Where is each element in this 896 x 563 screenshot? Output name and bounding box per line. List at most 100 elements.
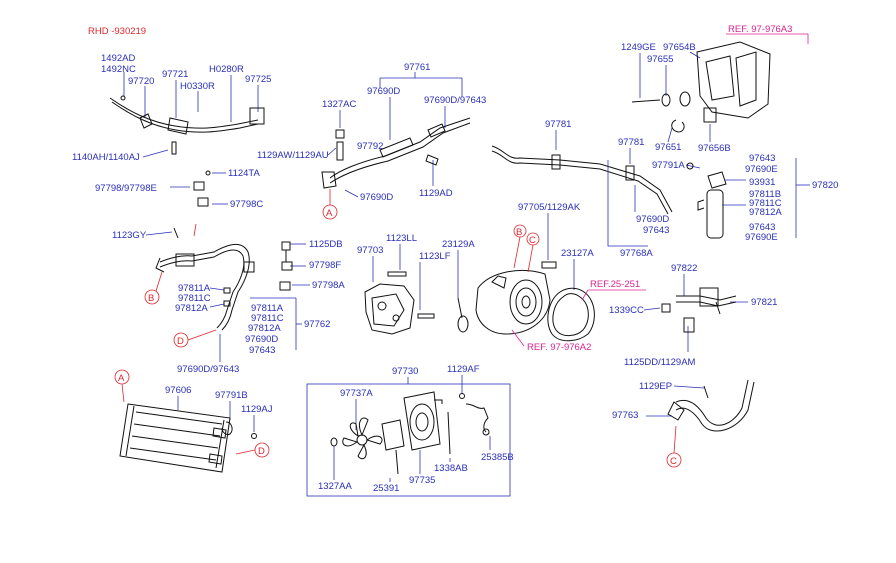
label-97690d-c: 97690D [636, 214, 669, 225]
label-1125db: 1125DB [309, 239, 343, 250]
label-97798a: 97798A [312, 280, 345, 291]
label-97690d: 97690D [367, 86, 400, 97]
label-97768a: 97768A [620, 248, 653, 259]
ref-97-976a3: REF. 97-976A3 [728, 24, 792, 35]
label-97811b: 97811B [749, 189, 781, 200]
label-97690d-97643-b: 97690D/97643 [177, 364, 239, 375]
label-97651: 97651 [655, 142, 681, 153]
label-1249ge: 1249GE [621, 42, 656, 53]
label-25385b: 25385B [481, 452, 514, 463]
label-97737a: 97737A [340, 388, 373, 399]
label-97811a-a: 97811A [178, 283, 211, 294]
label-97690d-b: 97690D [360, 192, 393, 203]
callout-c-center: C [529, 235, 536, 246]
label-97721: 97721 [162, 69, 188, 80]
group-pipe-97781: 97781 97781 97690D 97643 97768A [491, 119, 673, 259]
label-97791a: 97791A [652, 160, 685, 171]
group-hose-97763: 1129EP 97763 C [612, 379, 755, 468]
label-97821: 97821 [751, 297, 777, 308]
label-1492nc: 1492NC [101, 64, 136, 75]
label-h0330r: H0330R [180, 81, 215, 92]
label-97792: 97792 [357, 141, 383, 152]
label-1327ac: 1327AC [322, 99, 356, 110]
label-97643-b: 97643 [749, 153, 775, 164]
group-condenser: A 97606 97791B 1129AJ D [114, 369, 273, 473]
label-97656b: 97656B [698, 143, 731, 154]
fan-assembly-box [306, 383, 511, 497]
label-1129aw-1129au: 1129AW/1129AU [257, 150, 329, 161]
label-97703: 97703 [357, 245, 383, 256]
label-1492ad: 1492AD [101, 53, 135, 64]
label-1124ta: 1124TA [228, 168, 261, 179]
callout-b-left: B [148, 293, 154, 304]
label-1125dd-1129am: 1125DD/1129AM [624, 357, 696, 368]
label-23127a: 23127A [561, 248, 594, 259]
label-97781-b: 97781 [618, 137, 644, 148]
ref-25-251: REF.25-251 [590, 279, 640, 290]
label-93931: 93931 [749, 177, 775, 188]
label-97720: 97720 [128, 76, 154, 87]
label-97654b: 97654B [663, 42, 696, 53]
label-97798c: 97798C [230, 199, 263, 210]
label-1140ah-1140aj: 1140AH/1140AJ [72, 152, 140, 163]
label-97811c-b: 97811C [178, 293, 211, 304]
callout-a-top: A [326, 208, 333, 219]
label-97798f: 97798F [309, 260, 341, 271]
label-23129a: 23129A [442, 239, 475, 250]
label-97730: 97730 [392, 366, 418, 377]
label-97798-97798e: 97798/97798E [95, 183, 157, 194]
label-1129ad: 1129AD [419, 188, 453, 199]
group-top-left: 1492AD 1492NC 97720 97721 H0330R H0280R … [72, 53, 271, 210]
label-1123lf: 1123LF [419, 251, 451, 262]
label-97811a-b: 97811A [251, 303, 284, 314]
label-97643-a: 97643 [643, 225, 669, 236]
group-hose-97762: 1123GY B D 1125DB 97798F 97798A 97811A 9… [112, 223, 345, 375]
callout-c-bottom: C [670, 456, 677, 467]
label-1339cc: 1339CC [609, 305, 644, 316]
label-1129ep: 1129EP [639, 381, 672, 392]
label-97725: 97725 [245, 74, 271, 85]
label-1129af: 1129AF [447, 364, 480, 375]
label-97791b: 97791B [215, 390, 248, 401]
label-97643-c: 97643 [749, 222, 775, 233]
label-25391: 25391 [373, 483, 399, 494]
group-compressor: 97703 1123LL 1123LF 23129A 97705/1129AK … [357, 202, 646, 353]
label-97762: 97762 [304, 319, 330, 330]
label-97690e-a: 97690E [745, 164, 778, 175]
label-97812a-a: 97812A [749, 207, 782, 218]
label-97781-a: 97781 [545, 119, 571, 130]
label-97822: 97822 [671, 263, 697, 274]
label-97705-1129ak: 97705/1129AK [518, 202, 581, 213]
callout-b-center: B [516, 227, 522, 238]
callout-d-bottom: D [258, 446, 265, 457]
label-97820: 97820 [812, 180, 838, 191]
label-97811c-a: 97811C [749, 198, 782, 209]
label-97811c-c: 97811C [251, 313, 284, 324]
callout-a-bottom: A [118, 373, 125, 384]
label-97655: 97655 [647, 54, 673, 65]
label-1327aa: 1327AA [318, 481, 352, 492]
label-h0280r: H0280R [209, 64, 244, 75]
callout-d-left: D [177, 336, 184, 347]
label-97690e-b: 97690E [745, 232, 778, 243]
group-fan: 97730 97737A 1129AF 25385B 1338AB [306, 364, 514, 497]
group-top-center: 97761 97690D 97690D/97643 1327AC 97792 1… [257, 62, 486, 220]
label-1123ll: 1123LL [386, 233, 417, 244]
label-97812a-c: 97812A [248, 323, 281, 334]
label-97690d-d: 97690D [245, 334, 278, 345]
label-97763: 97763 [612, 410, 638, 421]
label-97735: 97735 [409, 475, 435, 486]
label-1129aj: 1129AJ [241, 404, 273, 415]
label-1338ab: 1338AB [434, 463, 468, 474]
label-97643-d: 97643 [249, 345, 275, 356]
label-97761: 97761 [404, 62, 430, 73]
label-97690d-97643: 97690D/97643 [424, 95, 486, 106]
label-97812a-b: 97812A [175, 303, 208, 314]
group-evaporator: REF. 97-976A3 1249GE 97654B 97655 97651 … [621, 24, 838, 243]
diagram-code: RHD -930219 [88, 26, 146, 37]
group-pipe-97821: 97822 1339CC 97821 1125DD/1129AM [609, 263, 777, 368]
ref-97-976a2: REF. 97-976A2 [527, 342, 591, 353]
label-97606: 97606 [165, 385, 191, 396]
label-1123gy: 1123GY [112, 230, 147, 241]
